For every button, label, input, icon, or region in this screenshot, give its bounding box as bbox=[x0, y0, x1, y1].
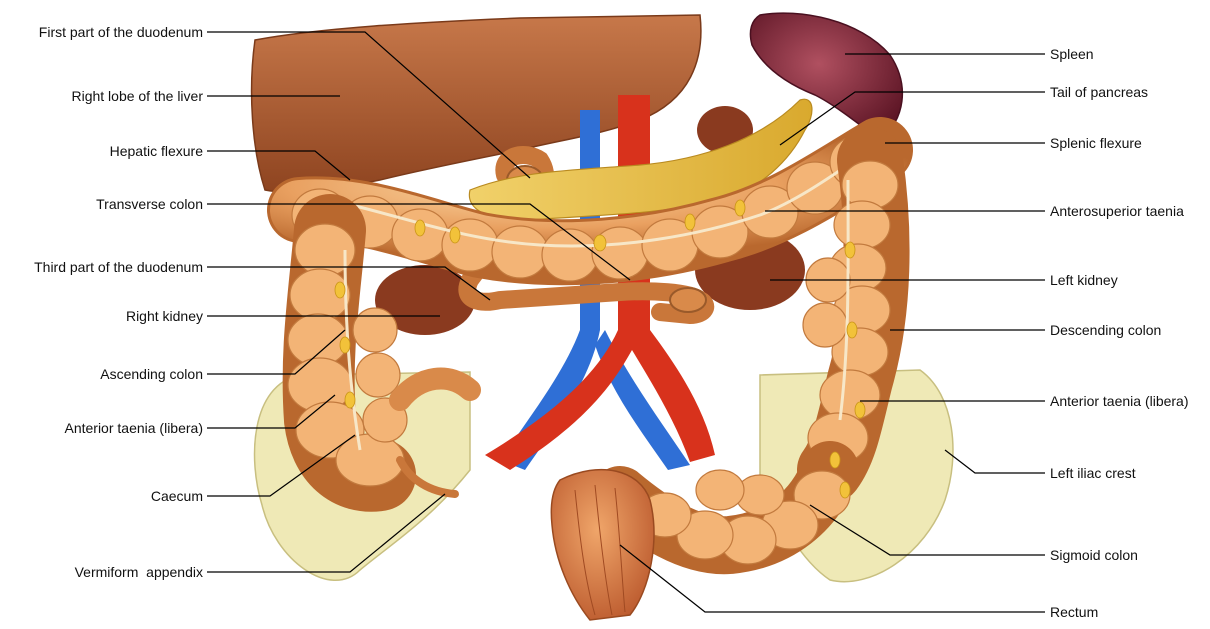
label-sigmoid-colon: Sigmoid colon bbox=[1050, 547, 1138, 563]
ascending-colon-shape bbox=[288, 224, 407, 486]
label-caecum: Caecum bbox=[151, 488, 203, 504]
label-right-kidney: Right kidney bbox=[126, 308, 203, 324]
label-transverse-colon: Transverse colon bbox=[96, 196, 203, 212]
label-left-kidney: Left kidney bbox=[1050, 272, 1118, 288]
label-ascending-colon: Ascending colon bbox=[100, 366, 203, 382]
label-vermiform-appendix: Vermiform appendix bbox=[75, 564, 203, 580]
leader-tail-pancreas bbox=[780, 92, 1045, 145]
label-anterosuperior-taenia: Anterosuperior taenia bbox=[1050, 203, 1184, 219]
label-third-duodenum: Third part of the duodenum bbox=[34, 259, 203, 275]
label-hepatic-flexure: Hepatic flexure bbox=[110, 143, 203, 159]
label-first-duodenum: First part of the duodenum bbox=[39, 24, 203, 40]
label-rectum: Rectum bbox=[1050, 604, 1098, 620]
jejunum-cut bbox=[670, 288, 706, 312]
label-spleen: Spleen bbox=[1050, 46, 1094, 62]
label-left-iliac-crest: Left iliac crest bbox=[1050, 465, 1136, 481]
label-right-lobe-liver: Right lobe of the liver bbox=[71, 88, 203, 104]
label-anterior-taenia-right: Anterior taenia (libera) bbox=[1050, 393, 1189, 409]
leader-left-iliac-crest bbox=[945, 450, 1045, 473]
rectum-shape bbox=[551, 470, 654, 620]
label-tail-pancreas: Tail of pancreas bbox=[1050, 84, 1148, 100]
label-descending-colon: Descending colon bbox=[1050, 322, 1161, 338]
label-splenic-flexure: Splenic flexure bbox=[1050, 135, 1142, 151]
label-anterior-taenia-left: Anterior taenia (libera) bbox=[64, 420, 203, 436]
